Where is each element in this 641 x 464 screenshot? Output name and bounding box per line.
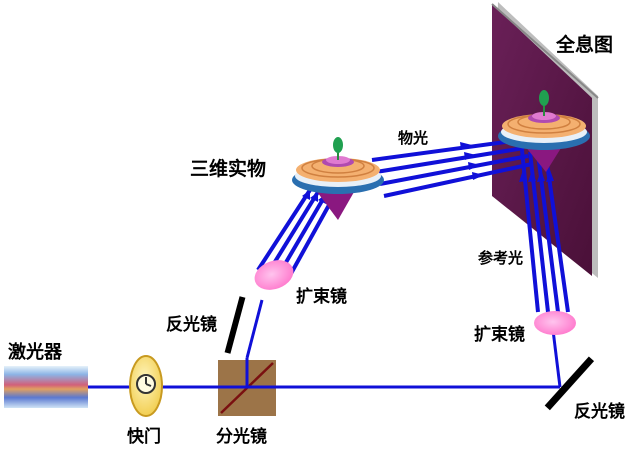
beam-expander-right — [534, 311, 576, 335]
label-hologram: 全息图 — [555, 33, 613, 56]
label-object: 三维实物 — [190, 157, 266, 180]
mirror-right — [544, 356, 595, 411]
label-object-light: 物光 — [398, 129, 428, 147]
reference-light-arrows — [519, 170, 554, 182]
shutter — [129, 355, 163, 417]
object-light-beams — [371, 138, 533, 198]
label-laser: 激光器 — [8, 341, 63, 363]
label-reference-light: 参考光 — [478, 249, 523, 267]
beam-expander-left — [254, 260, 294, 290]
label-beam-splitter: 分光镜 — [216, 426, 267, 447]
label-mirror-right: 反光镜 — [574, 401, 625, 422]
label-shutter: 快门 — [127, 426, 161, 447]
laser-source — [4, 366, 88, 408]
object-light-arrows — [460, 142, 484, 180]
beam-splitter — [218, 360, 276, 416]
object-3d — [292, 137, 384, 220]
label-expander-left: 扩束镜 — [296, 286, 347, 307]
label-mirror-left: 反光镜 — [166, 314, 217, 335]
label-expander-right: 扩束镜 — [474, 324, 525, 345]
mirror-left — [224, 296, 246, 354]
hologram-image — [498, 90, 590, 172]
